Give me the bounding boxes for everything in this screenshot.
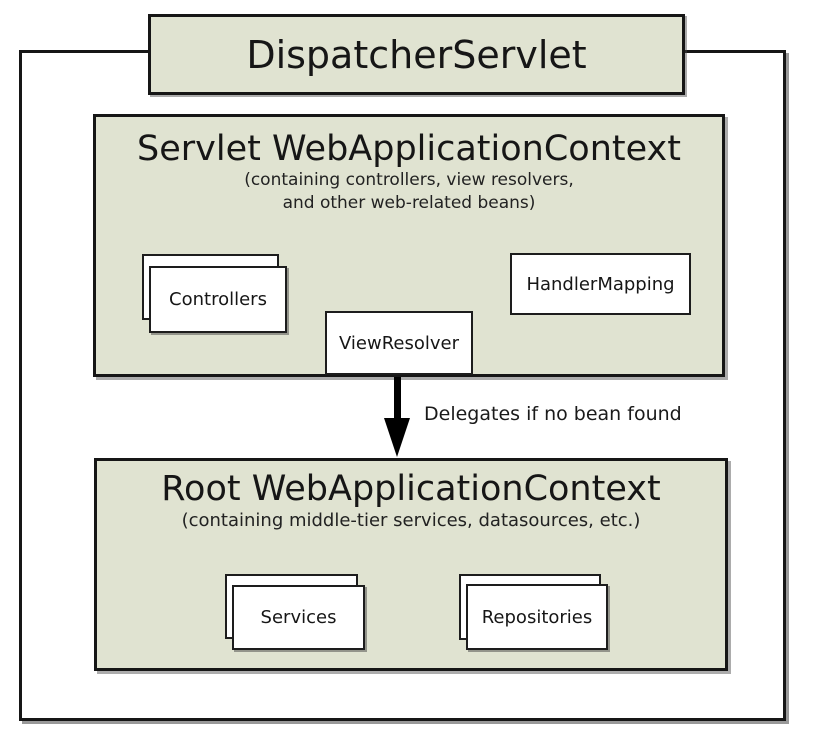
dispatcher-servlet-label: DispatcherServlet [246, 32, 587, 77]
servlet-context-subtitle-line2: and other web-related beans) [282, 193, 536, 213]
root-context-box: Root WebApplicationContext (containing m… [94, 458, 728, 671]
handlermapping-box: HandlerMapping [510, 253, 691, 315]
dispatcher-servlet-box: DispatcherServlet [148, 14, 685, 95]
delegate-arrow-label: Delegates if no bean found [424, 403, 682, 425]
servlet-context-box: Servlet WebApplicationContext (containin… [93, 114, 725, 377]
repositories-box: Repositories [466, 584, 608, 650]
services-label: Services [260, 607, 337, 628]
delegate-arrow-shaft [394, 377, 401, 421]
down-arrow-icon [384, 418, 410, 457]
handlermapping-label: HandlerMapping [526, 273, 675, 295]
controllers-label: Controllers [169, 289, 267, 310]
servlet-context-subtitle-line1: (containing controllers, view resolvers, [244, 170, 574, 190]
root-context-subtitle-line1: (containing middle-tier services, dataso… [181, 510, 641, 531]
controllers-stack: Controllers [142, 254, 287, 334]
controllers-box: Controllers [149, 266, 287, 333]
services-box: Services [232, 585, 365, 650]
servlet-context-title: Servlet WebApplicationContext [137, 129, 681, 169]
viewresolver-box: ViewResolver [325, 311, 473, 375]
repositories-label: Repositories [481, 606, 593, 628]
viewresolver-label: ViewResolver [338, 332, 459, 354]
root-context-title: Root WebApplicationContext [161, 469, 661, 509]
repositories-stack: Repositories [459, 574, 609, 652]
services-stack: Services [225, 574, 367, 652]
